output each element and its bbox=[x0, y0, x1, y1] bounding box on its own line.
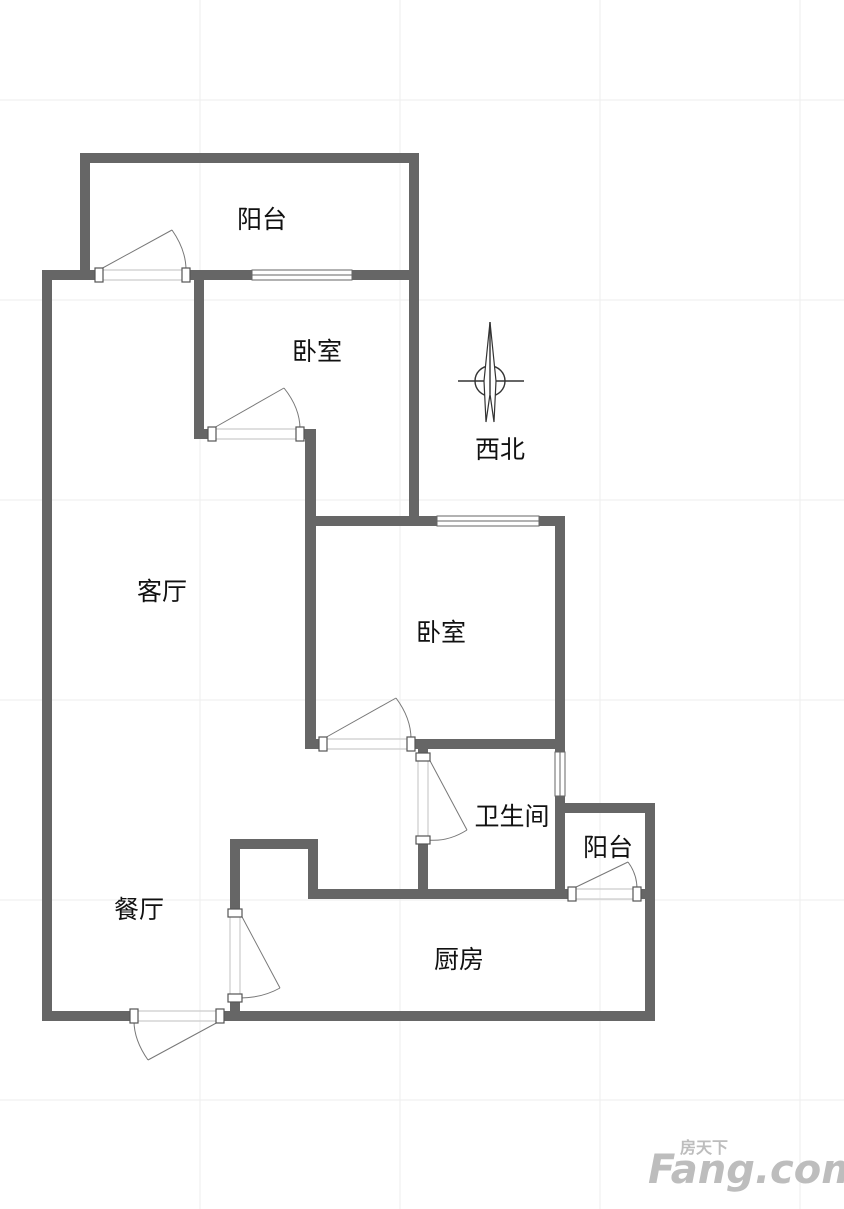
door-bedroom-2[interactable] bbox=[318, 697, 416, 752]
wall bbox=[230, 839, 318, 849]
walls bbox=[42, 153, 655, 1021]
label-bedroom-2: 卧室 bbox=[416, 618, 466, 647]
wall bbox=[42, 1011, 134, 1021]
wall bbox=[418, 739, 428, 757]
label-balcony-small: 阳台 bbox=[583, 833, 633, 862]
wall bbox=[80, 153, 90, 280]
wall bbox=[194, 270, 204, 439]
wall bbox=[409, 153, 419, 280]
windows bbox=[251, 269, 566, 797]
compass-label: 西北 bbox=[475, 435, 525, 464]
wall bbox=[645, 803, 655, 1021]
label-bedroom-1: 卧室 bbox=[292, 337, 342, 366]
wall bbox=[555, 516, 565, 749]
wall bbox=[555, 803, 655, 813]
compass-icon bbox=[458, 321, 524, 423]
wall bbox=[305, 516, 565, 526]
svg-text:房天下: 房天下 bbox=[680, 1138, 728, 1157]
wall bbox=[411, 739, 565, 749]
wall bbox=[634, 889, 655, 899]
svg-text:Fang.com: Fang.com bbox=[648, 1147, 844, 1193]
door-balcony-north[interactable] bbox=[94, 229, 191, 283]
door-kitchen[interactable] bbox=[227, 908, 281, 1003]
door-bathroom[interactable] bbox=[415, 752, 468, 845]
label-bathroom: 卫生间 bbox=[474, 802, 549, 831]
wall bbox=[230, 839, 240, 916]
wall bbox=[305, 739, 327, 749]
wall bbox=[308, 839, 318, 899]
wall bbox=[305, 429, 316, 749]
wall bbox=[418, 840, 428, 899]
wall bbox=[194, 429, 212, 439]
wall bbox=[308, 889, 574, 899]
label-kitchen: 厨房 bbox=[434, 945, 484, 974]
wall bbox=[409, 270, 419, 526]
door-bedroom-1[interactable] bbox=[207, 387, 305, 442]
door-entrance[interactable] bbox=[129, 1008, 225, 1061]
label-living-room: 客厅 bbox=[137, 577, 187, 606]
watermark-logo: 房天下 Fang.com bbox=[648, 1138, 844, 1193]
door-balcony-small[interactable] bbox=[567, 861, 642, 902]
wall bbox=[220, 1011, 655, 1021]
wall bbox=[42, 270, 52, 1021]
label-dining-room: 餐厅 bbox=[114, 895, 164, 924]
wall bbox=[230, 996, 240, 1021]
wall bbox=[555, 739, 565, 899]
wall bbox=[42, 270, 100, 280]
label-balcony-north: 阳台 bbox=[237, 205, 287, 234]
wall bbox=[80, 153, 419, 163]
